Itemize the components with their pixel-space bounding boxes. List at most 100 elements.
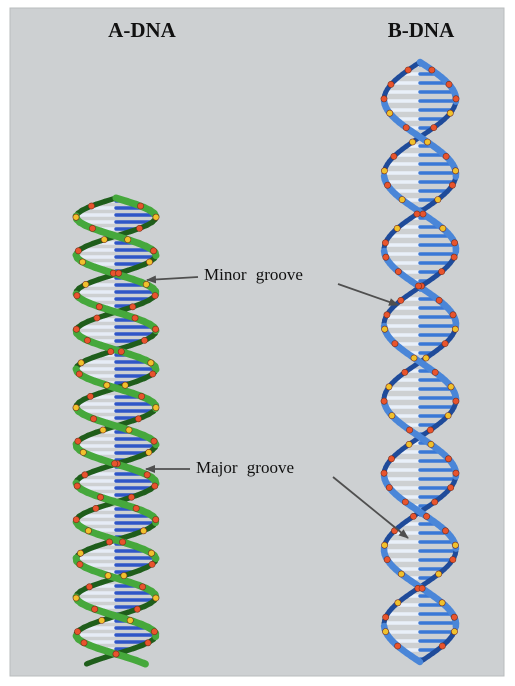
phosphate-atom [415, 283, 421, 289]
phosphate-atom [453, 398, 459, 404]
phosphate-atom [121, 573, 127, 579]
phosphate-atom [450, 557, 456, 563]
phosphate-atom [77, 550, 83, 556]
phosphate-atom [83, 281, 89, 287]
backbone-segment [420, 437, 425, 441]
phosphate-atom [74, 629, 80, 635]
phosphate-atom [427, 427, 433, 433]
phosphate-atom [439, 269, 445, 275]
phosphate-atom [73, 326, 79, 332]
phosphate-atom [153, 405, 159, 411]
phosphate-atom [382, 240, 388, 246]
phosphate-atom [450, 312, 456, 318]
phosphate-atom [88, 203, 94, 209]
phosphate-atom [153, 517, 159, 523]
phosphate-atom [140, 584, 146, 590]
phosphate-atom [395, 269, 401, 275]
phosphate-atom [135, 416, 141, 422]
phosphate-atom [149, 561, 155, 567]
phosphate-atom [80, 449, 86, 455]
phosphate-atom [105, 573, 111, 579]
phosphate-atom [145, 640, 151, 646]
phosphate-atom [381, 542, 387, 548]
phosphate-atom [84, 337, 90, 343]
phosphate-atom [75, 248, 81, 254]
phosphate-atom [100, 427, 106, 433]
phosphate-atom [75, 438, 81, 444]
phosphate-atom [151, 629, 157, 635]
phosphate-atom [445, 456, 451, 462]
phosphate-atom [74, 293, 80, 299]
phosphate-atom [384, 312, 390, 318]
phosphate-atom [137, 203, 143, 209]
phosphate-atom [448, 485, 454, 491]
phosphate-atom [428, 441, 434, 447]
phosphate-atom [451, 254, 457, 260]
phosphate-atom [432, 499, 438, 505]
phosphate-atom [128, 494, 134, 500]
backbone-segment [415, 659, 420, 662]
phosphate-atom [388, 456, 394, 462]
phosphate-atom [423, 355, 429, 361]
phosphate-atom [96, 304, 102, 310]
phosphate-atom [101, 237, 107, 243]
backbone-segment [116, 312, 128, 316]
phosphate-atom [445, 413, 451, 419]
phosphate-atom [447, 110, 453, 116]
phosphate-atom [384, 182, 390, 188]
phosphate-atom [423, 513, 429, 519]
phosphate-atom [398, 571, 404, 577]
phosphate-atom [431, 125, 437, 131]
phosphate-atom [122, 382, 128, 388]
phosphate-atom [146, 449, 152, 455]
phosphate-atom [387, 110, 393, 116]
phosphate-atom [136, 225, 142, 231]
phosphate-atom [386, 485, 392, 491]
phosphate-atom [388, 81, 394, 87]
phosphate-atom [420, 211, 426, 217]
phosphate-atom [439, 600, 445, 606]
phosphate-atom [442, 528, 448, 534]
phosphate-atom [395, 643, 401, 649]
phosphate-atom [104, 382, 110, 388]
phosphate-atom [97, 494, 103, 500]
phosphate-atom [449, 182, 455, 188]
phosphate-atom [386, 384, 392, 390]
phosphate-atom [73, 517, 79, 523]
phosphate-atom [384, 557, 390, 563]
phosphate-atom [435, 197, 441, 203]
phosphate-atom [140, 528, 146, 534]
phosphate-atom [134, 606, 140, 612]
phosphate-atom [398, 297, 404, 303]
phosphate-atom [392, 341, 398, 347]
phosphate-atom [451, 240, 457, 246]
phosphate-atom [90, 416, 96, 422]
phosphate-atom [127, 617, 133, 623]
phosphate-atom [73, 595, 79, 601]
phosphate-atom [119, 539, 125, 545]
phosphate-atom [79, 259, 85, 265]
phosphate-atom [452, 168, 458, 174]
phosphate-atom [399, 197, 405, 203]
phosphate-atom [395, 600, 401, 606]
phosphate-atom [118, 349, 124, 355]
phosphate-atom [452, 542, 458, 548]
phosphate-atom [93, 505, 99, 511]
phosphate-atom [73, 214, 79, 220]
phosphate-atom [148, 550, 154, 556]
backbone-segment [116, 198, 128, 202]
phosphate-atom [436, 297, 442, 303]
phosphate-atom [406, 441, 412, 447]
phosphate-atom [381, 470, 387, 476]
phosphate-atom [382, 326, 388, 332]
phosphate-atom [451, 629, 457, 635]
phosphate-atom [419, 585, 425, 591]
backbone-segment [87, 663, 89, 664]
phosphate-atom [151, 248, 157, 254]
phosphate-atom [133, 505, 139, 511]
backbone-segment [420, 362, 425, 366]
phosphate-atom [76, 371, 82, 377]
phosphate-atom [153, 214, 159, 220]
phosphate-atom [113, 651, 119, 657]
